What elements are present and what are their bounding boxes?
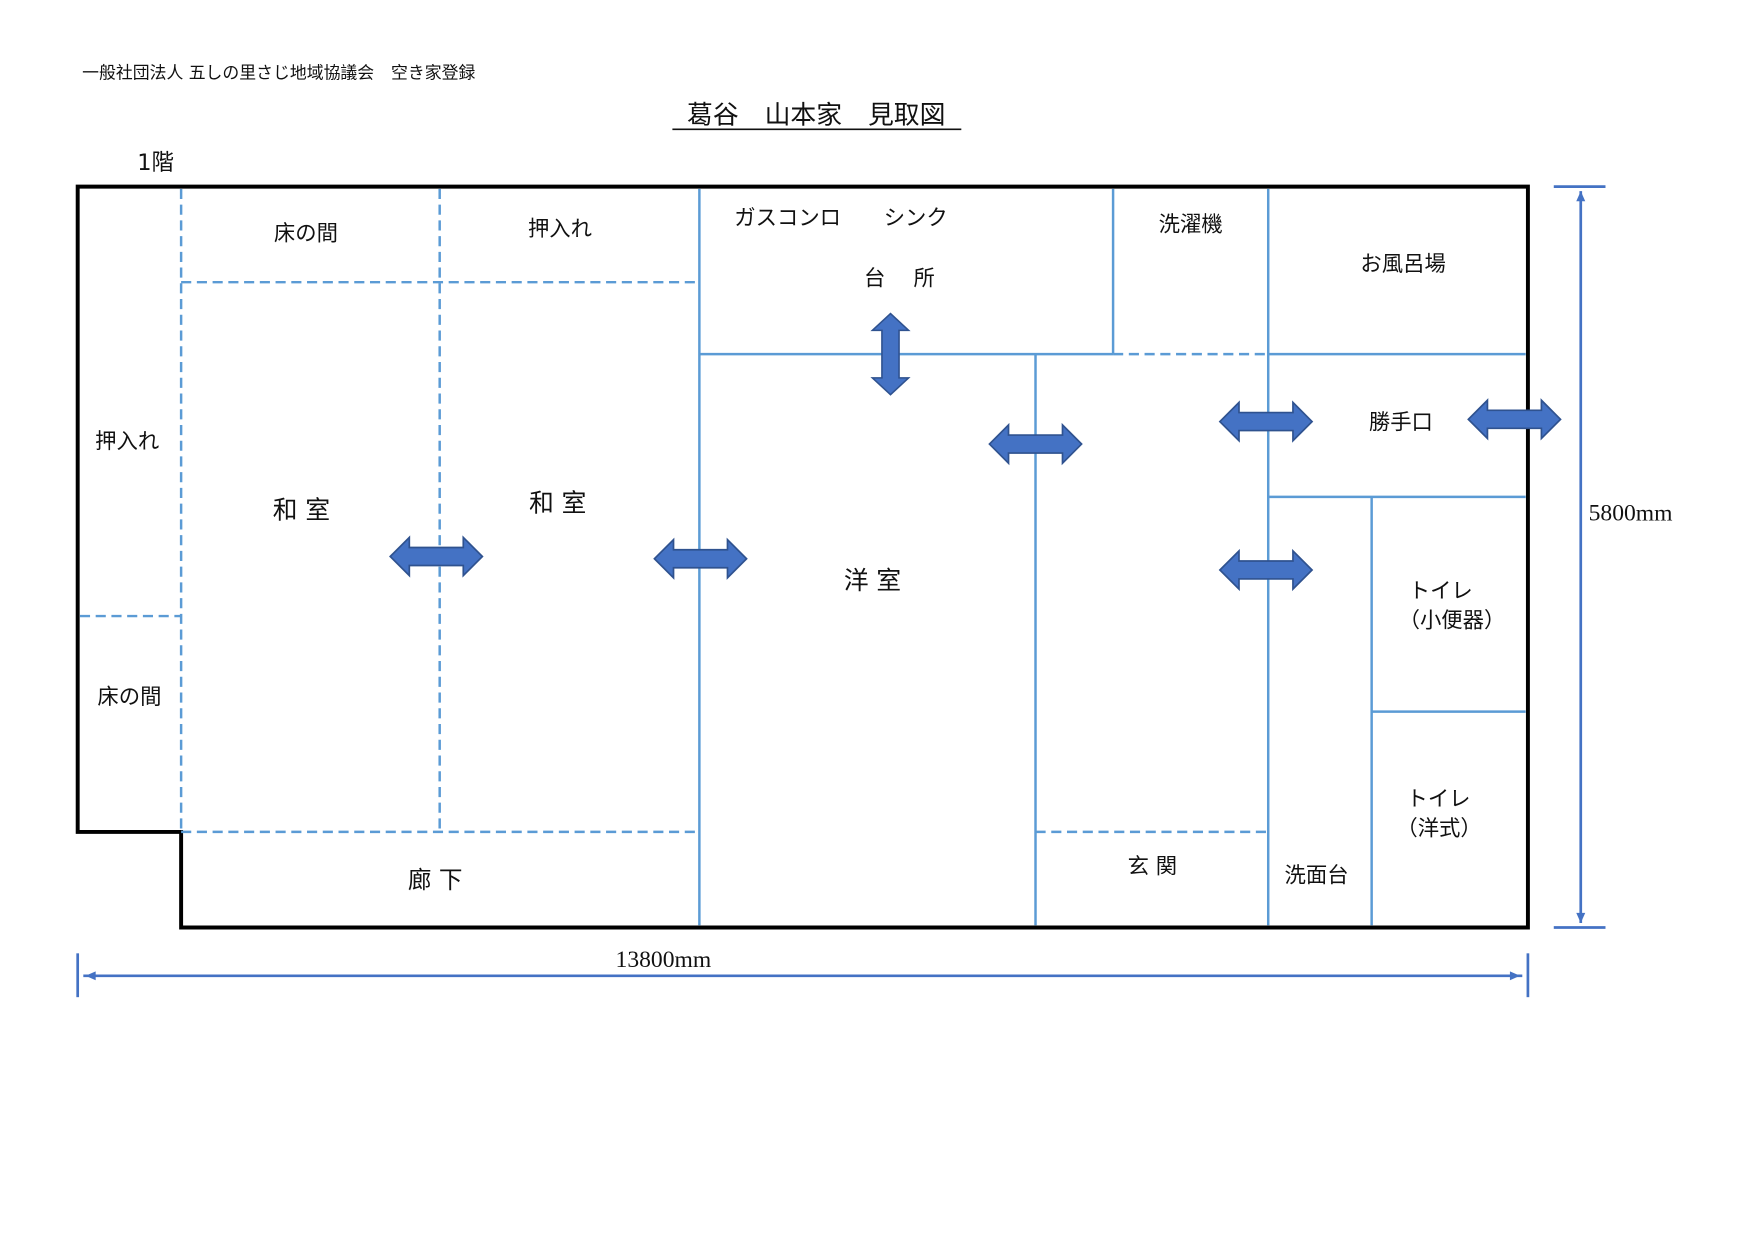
height-dimension [1553, 185, 1606, 929]
dashed-partitions [79, 188, 1269, 834]
height-label: 5800mm [1589, 501, 1673, 527]
room-toilet-western: トイレ [1407, 787, 1471, 812]
room-entrance: 玄 関 [1128, 855, 1177, 880]
room-washstand: 洗面台 [1285, 864, 1349, 889]
room-oshiire-left: 押入れ [95, 430, 159, 455]
kitchen-appliances: ガスコンロ シンク [734, 206, 947, 231]
room-back-door: 勝手口 [1369, 410, 1433, 435]
door-arrow-exterior [1467, 399, 1562, 440]
page-title: 葛谷 山本家 見取図 [687, 101, 945, 131]
room-toilet-urinal-sub: （小便器） [1399, 608, 1506, 633]
room-toilet-western-sub: （洋式） [1396, 816, 1481, 841]
room-kitchen: 台 所 [864, 267, 935, 292]
door-arrow-washroom [1219, 550, 1313, 590]
room-washitsu-2: 和 室 [529, 489, 586, 518]
door-arrow-backdoor [1219, 401, 1313, 442]
floor-label: 1階 [137, 150, 174, 176]
solid-partitions [698, 188, 1526, 926]
exterior-wall [75, 184, 1530, 930]
room-corridor: 廊 下 [408, 866, 463, 894]
door-arrow-washitsu [389, 536, 484, 577]
room-oshiire-top: 押入れ [528, 217, 592, 242]
room-tokonoma-left: 床の間 [97, 685, 161, 710]
organization-header: 一般社団法人 五しの里さじ地域協議会 空き家登録 [82, 63, 475, 83]
room-laundry: 洗濯機 [1159, 213, 1223, 238]
room-western: 洋 室 [844, 566, 901, 595]
room-bath: お風呂場 [1360, 252, 1445, 277]
room-toilet-urinal: トイレ [1409, 579, 1473, 604]
width-dimension [76, 953, 1530, 998]
room-tokonoma-top: 床の間 [274, 222, 338, 247]
width-label: 13800mm [616, 947, 712, 973]
room-washitsu-1: 和 室 [273, 495, 330, 524]
